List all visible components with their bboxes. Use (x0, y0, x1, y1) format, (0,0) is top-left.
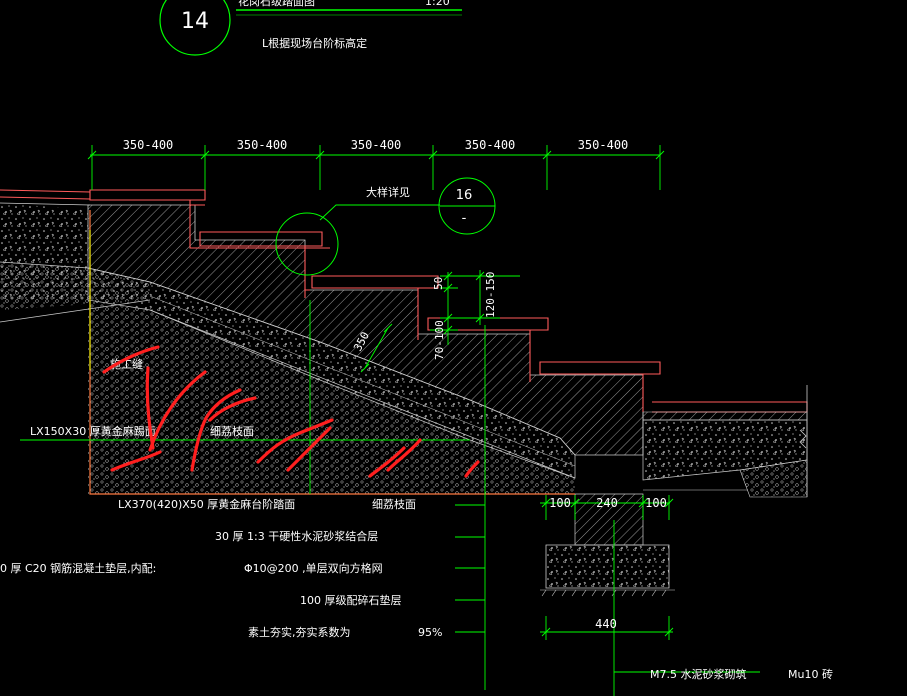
dim-wall-left: 100 (549, 496, 571, 510)
site-height-note: L根据现场台阶标高定 (262, 36, 367, 50)
detail-ref-top: 16 (456, 188, 473, 203)
label-tread-finish-1: 细荔枝面 (210, 424, 254, 438)
dim-riser-50: 50 (432, 277, 445, 290)
stone-treads (89, 189, 808, 413)
detail-number: 14 (181, 9, 209, 34)
riser-dimensions (360, 270, 520, 690)
dim-riser-70-100: 70-100 (433, 320, 446, 360)
label-subgrade-value: 95% (418, 626, 442, 639)
dim-span-2: 350-400 (237, 138, 288, 152)
detail-callout (275, 177, 496, 276)
label-brick-wall: M7.5 水泥砂浆砌筑 (650, 667, 746, 681)
base-outline (89, 210, 575, 495)
layer-leaders (20, 439, 760, 696)
right-landing (540, 385, 808, 597)
dim-span-1: 350-400 (123, 138, 174, 152)
stair-structure (87, 204, 644, 494)
detail-title: 花岗石级踏面图 (238, 0, 315, 8)
label-tread-finish-2: 细荔枝面 (372, 497, 416, 511)
detail-number-circle (159, 0, 231, 56)
label-tread: LX370(420)X50 厚黄金麻台阶踏面 (118, 497, 295, 511)
label-brick-grade: Mu10 砖 (788, 667, 833, 681)
label-concrete: 0 厚 C20 钢筋混凝土垫层,内配: (0, 561, 156, 575)
detail-ref-label: 大样详见 (366, 185, 410, 199)
label-nosing: LX150X30 厚黄金麻踢面 (30, 424, 156, 438)
dim-wall-right: 100 (645, 496, 667, 510)
dim-span-3: 350-400 (351, 138, 402, 152)
foundation-footing (545, 544, 670, 589)
top-dimension-chain (87, 145, 665, 190)
sloped-gravel-bed (88, 300, 575, 494)
label-mortar-bed: 30 厚 1:3 干硬性水泥砂浆结合层 (215, 529, 378, 543)
detail-scale: 1:20 (425, 0, 450, 8)
detail-ref-bottom: - (462, 211, 467, 226)
label-construction-joint: 施工缝 (110, 357, 143, 371)
dim-riser-120-150: 120-150 (484, 272, 497, 318)
dim-footing-width: 440 (595, 617, 617, 631)
dim-span-4: 350-400 (465, 138, 516, 152)
label-rebar: Φ10@200 ,单层双向方格网 (244, 561, 383, 575)
red-markup-strokes (102, 345, 480, 478)
label-gravel: 100 厚级配碎石垫层 (300, 593, 402, 607)
dim-wall-mid: 240 (596, 496, 618, 510)
detail-header: 14 花岗石级踏面图 1:20 L根据现场台阶标高定 (159, 0, 462, 56)
dim-span-5: 350-400 (578, 138, 629, 152)
label-subgrade-text: 素土夯实,夯实系数为 (248, 625, 351, 639)
